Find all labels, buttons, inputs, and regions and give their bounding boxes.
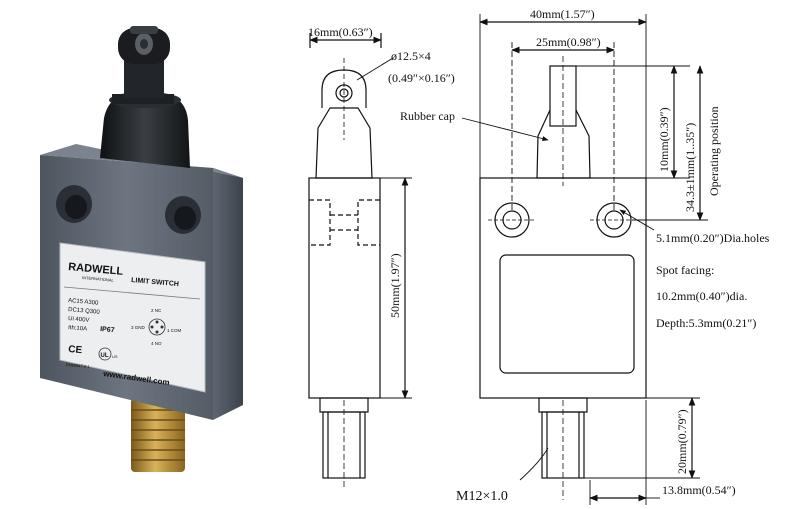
- front-view-drawing: [461, 14, 708, 505]
- holes-note-line-4: Depth:5.3mm(0.21″): [656, 316, 756, 330]
- side-body-outline: [308, 177, 381, 399]
- rating-line-1: AC15 A300: [68, 298, 99, 307]
- ce-mark: CE: [68, 344, 83, 356]
- thread-offset-dimension: 13.8mm(0.54″): [662, 483, 736, 497]
- rating-line-2: DC13 Q300: [68, 307, 101, 316]
- thread-size-label: M12×1.0: [456, 489, 508, 504]
- pin-label-right: 1 COM: [167, 328, 182, 333]
- plunger-dimension: 10mm(0.39″): [657, 107, 671, 172]
- front-label-window: [499, 254, 635, 374]
- body-height-dimension: 50mm(1.97″): [388, 253, 402, 318]
- brand-name: RADWELL: [68, 261, 124, 278]
- thread-length-dimension: 20mm(0.79″): [675, 409, 689, 474]
- side-width-dimension: 16mm(0.63″): [308, 25, 373, 39]
- rating-line-4: Ith:10A: [68, 325, 87, 333]
- operating-position-label: Operating position: [707, 106, 721, 196]
- body-side-face: [213, 168, 243, 420]
- pin-label-top: 2 NC: [151, 308, 162, 313]
- operating-position-dimension: 34.3±1mm(1..35″): [683, 123, 697, 212]
- label-title: LIMIT SWITCH: [131, 277, 179, 288]
- roller-diameter-inch: (0.49″×0.16″): [388, 71, 455, 85]
- roller-diameter-dimension: ø12.5×4: [391, 49, 431, 63]
- standard-text: EN60947-5-1: [66, 362, 91, 369]
- holes-note-line-1: 5.1mm(0.20″)Dia.holes: [656, 231, 770, 245]
- ul-mark-text: UL: [101, 353, 109, 359]
- rubber-cap-label: Rubber cap: [400, 109, 455, 123]
- ip-rating: IP67: [100, 326, 115, 334]
- roller-plunger: [118, 26, 170, 98]
- pin-label-bottom: 4 NO: [151, 341, 162, 346]
- product-label: RADWELL INTERNATIONAL LIMIT SWITCH AC15 …: [59, 242, 206, 393]
- front-total-width-dimension: 40mm(1.57″): [530, 7, 595, 21]
- holes-note-line-2: Spot facing:: [656, 263, 714, 277]
- holes-note-line-3: 10.2mm(0.40″)dia.: [656, 289, 747, 303]
- side-view-drawing: [308, 33, 412, 490]
- rating-line-3: Ui 400V: [68, 316, 90, 324]
- ul-mark-suffix: US: [112, 354, 118, 359]
- brand-subtitle: INTERNATIONAL: [82, 275, 115, 283]
- product-photo: RADWELL INTERNATIONAL LIMIT SWITCH AC15 …: [40, 26, 243, 472]
- hole-spacing-dimension: 25mm(0.98″): [536, 35, 601, 49]
- pin-label-left: 3 GND: [131, 325, 146, 330]
- ul-mark: UL US: [98, 347, 118, 361]
- connector-pinout-icon: [148, 318, 166, 336]
- rubber-boot: [100, 92, 190, 168]
